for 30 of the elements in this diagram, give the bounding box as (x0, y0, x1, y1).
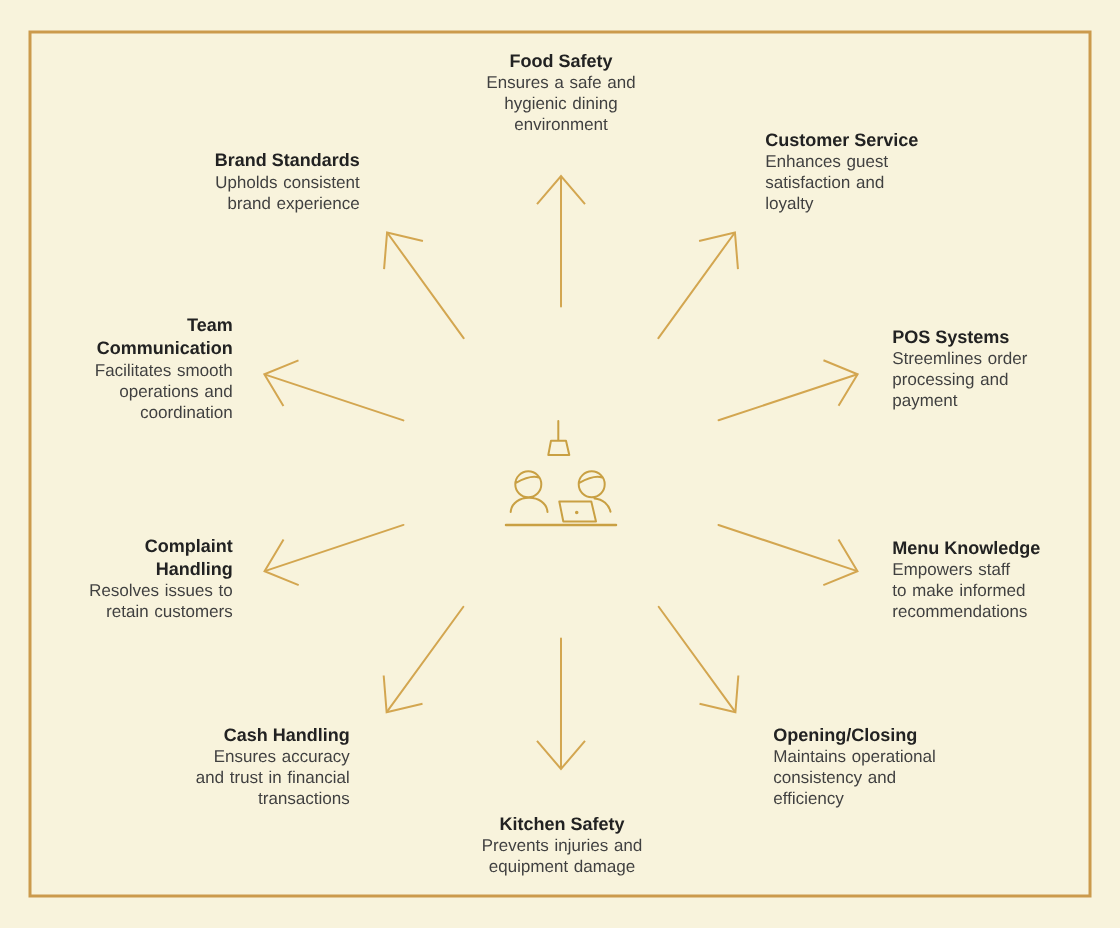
arrow (536, 174, 586, 308)
topic-description: Resolves issues to retain customers (90, 583, 233, 618)
topic-description: Maintains operational consistency and efficiency (774, 749, 935, 808)
arrow (657, 605, 740, 714)
topic-description: Streemlines order processing and payment (893, 351, 1028, 410)
topic-description: Empowers staff to make informed recommendations (892, 562, 1027, 618)
arrow (382, 605, 465, 714)
topic-title: Opening/Closing (774, 727, 917, 745)
topic-title: Brand Standards (215, 152, 359, 167)
topic-description: Ensures a safe and hygienic dining environment (487, 75, 635, 131)
arrow (657, 231, 739, 340)
topic-description: Facilitates smooth operations and coordination (96, 363, 232, 419)
arrow (383, 231, 465, 340)
topic-description: Upholds consistent brand experience (216, 175, 360, 213)
topic-title: POS Systems (893, 330, 1009, 347)
topic-description: Ensures accuracy and trust in financial transactions (196, 750, 350, 805)
arrow (536, 637, 586, 771)
topic-title: Food Safety (510, 53, 613, 71)
topic-description: Prevents injuries and equipment damage (483, 838, 642, 876)
arrow (263, 523, 405, 587)
topic-title: Kitchen Safety (500, 816, 625, 834)
topic-title: Team Communication (97, 318, 232, 355)
topic-title: Cash Handling (224, 727, 349, 745)
arrow (717, 523, 859, 587)
topic-description: Enhances guest satisfaction and loyalty (765, 154, 888, 213)
topic-title: Menu Knowledge (893, 540, 1040, 558)
arrow (262, 359, 405, 422)
topic-title: Complaint Handling (145, 538, 233, 579)
topic-title: Customer Service (766, 132, 918, 147)
arrow (717, 359, 860, 422)
